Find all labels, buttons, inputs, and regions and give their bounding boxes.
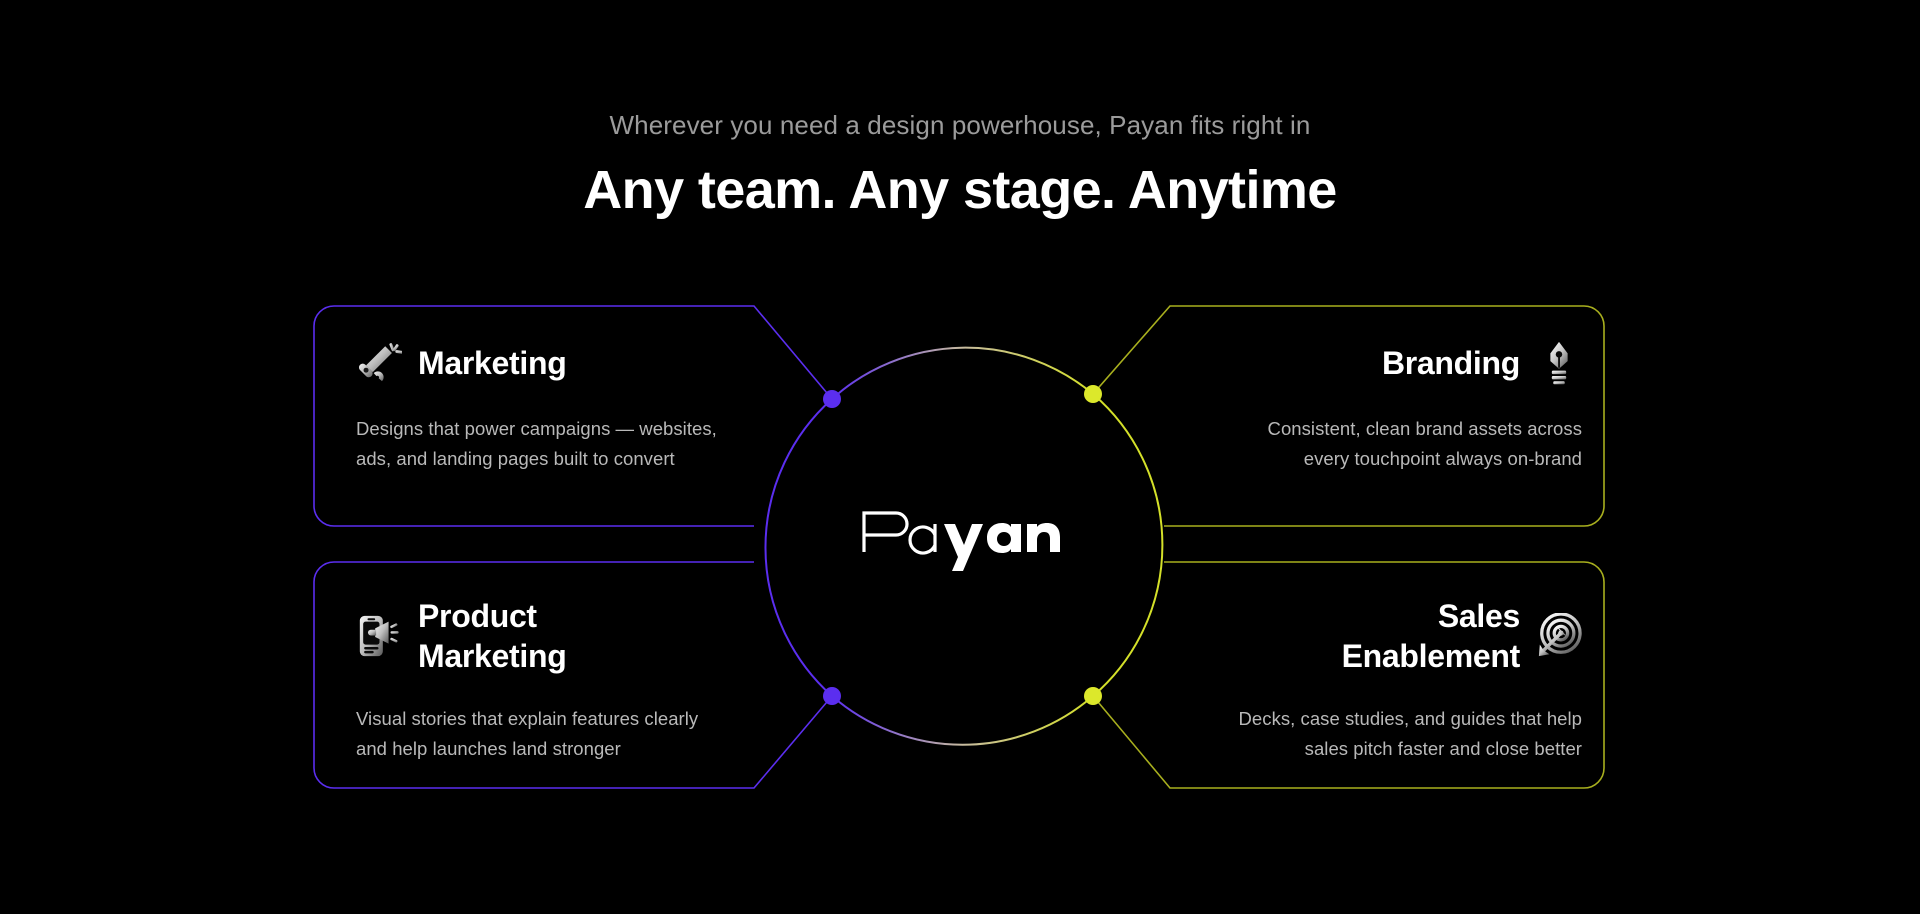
- card-sales-enablement-header: Sales Enablement: [1342, 596, 1582, 676]
- node-top-right: [1084, 385, 1102, 403]
- card-marketing[interactable]: Marketing Designs that power campaigns —…: [314, 306, 774, 526]
- fountain-pen-nib-icon: [1550, 341, 1568, 385]
- card-marketing-body: Designs that power campaigns — websites,…: [356, 418, 717, 469]
- node-bottom-left: [823, 687, 841, 705]
- node-top-left: [823, 390, 841, 408]
- page-title: Any team. Any stage. Anytime: [583, 160, 1337, 220]
- card-marketing-title: Marketing: [418, 345, 567, 381]
- heading-block: Wherever you need a design powerhouse, P…: [0, 108, 1920, 221]
- card-product-marketing-header: Product Marketing: [356, 596, 732, 676]
- card-branding[interactable]: Branding: [1164, 306, 1624, 526]
- card-product-marketing[interactable]: Product Marketing Visual stories that ex…: [314, 562, 774, 788]
- phone-megaphone-icon: [359, 615, 399, 657]
- card-sales-enablement[interactable]: Sales Enablement: [1164, 562, 1624, 788]
- card-branding-title: Branding: [1381, 345, 1520, 381]
- card-sales-enablement-body: Decks, case studies, and guides that hel…: [1238, 708, 1582, 759]
- payan-logo: [860, 506, 1060, 572]
- dart-target-icon: [1538, 613, 1582, 657]
- node-bottom-right: [1084, 687, 1102, 705]
- card-branding-body: Consistent, clean brand assets across ev…: [1267, 418, 1582, 469]
- card-product-marketing-title: Product Marketing: [418, 598, 567, 674]
- card-branding-header: Branding: [1382, 340, 1582, 386]
- eyebrow-text: Wherever you need a design powerhouse, P…: [609, 110, 1311, 140]
- card-marketing-header: Marketing: [356, 340, 732, 386]
- card-sales-enablement-title: Sales Enablement: [1341, 598, 1521, 674]
- card-product-marketing-body: Visual stories that explain features cle…: [356, 708, 699, 759]
- megaphone-icon: [358, 343, 402, 382]
